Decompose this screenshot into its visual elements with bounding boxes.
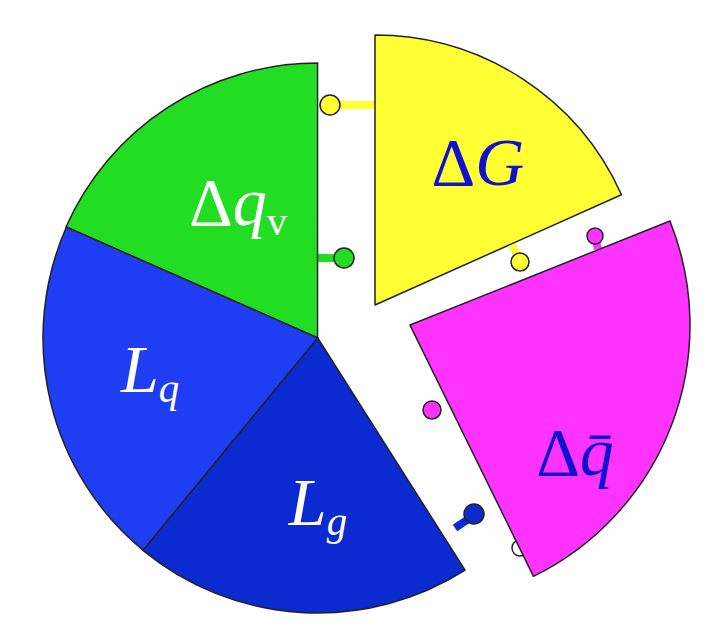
piece-outline xyxy=(410,221,690,576)
piece-label: Δqv xyxy=(189,168,287,243)
knob xyxy=(511,253,529,271)
knob-hole xyxy=(512,540,528,556)
piece-label: Δq̄ xyxy=(536,418,614,486)
piece-shape xyxy=(40,224,321,553)
piece-shape xyxy=(63,60,321,341)
piece-shape xyxy=(140,335,468,616)
knob-hole xyxy=(341,403,359,421)
knob xyxy=(464,504,484,524)
knob xyxy=(182,234,202,254)
piece-label: Lq xyxy=(121,335,179,410)
piece-label-box: Δq̄ xyxy=(536,418,614,486)
puzzle-piece: Lq xyxy=(40,224,321,553)
piece-label: ΔG xyxy=(432,128,525,196)
puzzle-piece: Δqv xyxy=(63,60,321,341)
knob xyxy=(229,453,247,471)
knob xyxy=(423,401,441,419)
knob-hole xyxy=(383,223,401,241)
piece-shape xyxy=(372,32,624,308)
puzzle-piece: Lg xyxy=(140,335,468,616)
piece-label-box: Lq xyxy=(121,335,179,410)
knob xyxy=(587,228,603,244)
knob-neck xyxy=(317,254,336,262)
knob xyxy=(334,248,354,268)
knob-hole xyxy=(291,126,309,144)
piece-shape xyxy=(407,218,693,579)
piece-outline xyxy=(143,338,465,613)
knob xyxy=(212,390,232,410)
knob-hole xyxy=(564,171,582,189)
piece-label-box: Lg xyxy=(289,468,347,543)
knob-neck xyxy=(338,101,376,109)
puzzle-piece: Δq̄ xyxy=(407,218,693,579)
puzzle-piece: ΔG xyxy=(372,32,624,308)
piece-label-box: ΔG xyxy=(432,128,525,196)
piece-outline xyxy=(375,35,621,305)
piece-label-box: Δqv xyxy=(189,168,287,243)
piece-label: Lg xyxy=(289,468,347,543)
piece-outline xyxy=(66,63,318,338)
knob xyxy=(186,460,206,480)
knob xyxy=(320,95,340,115)
piece-outline xyxy=(43,227,318,550)
